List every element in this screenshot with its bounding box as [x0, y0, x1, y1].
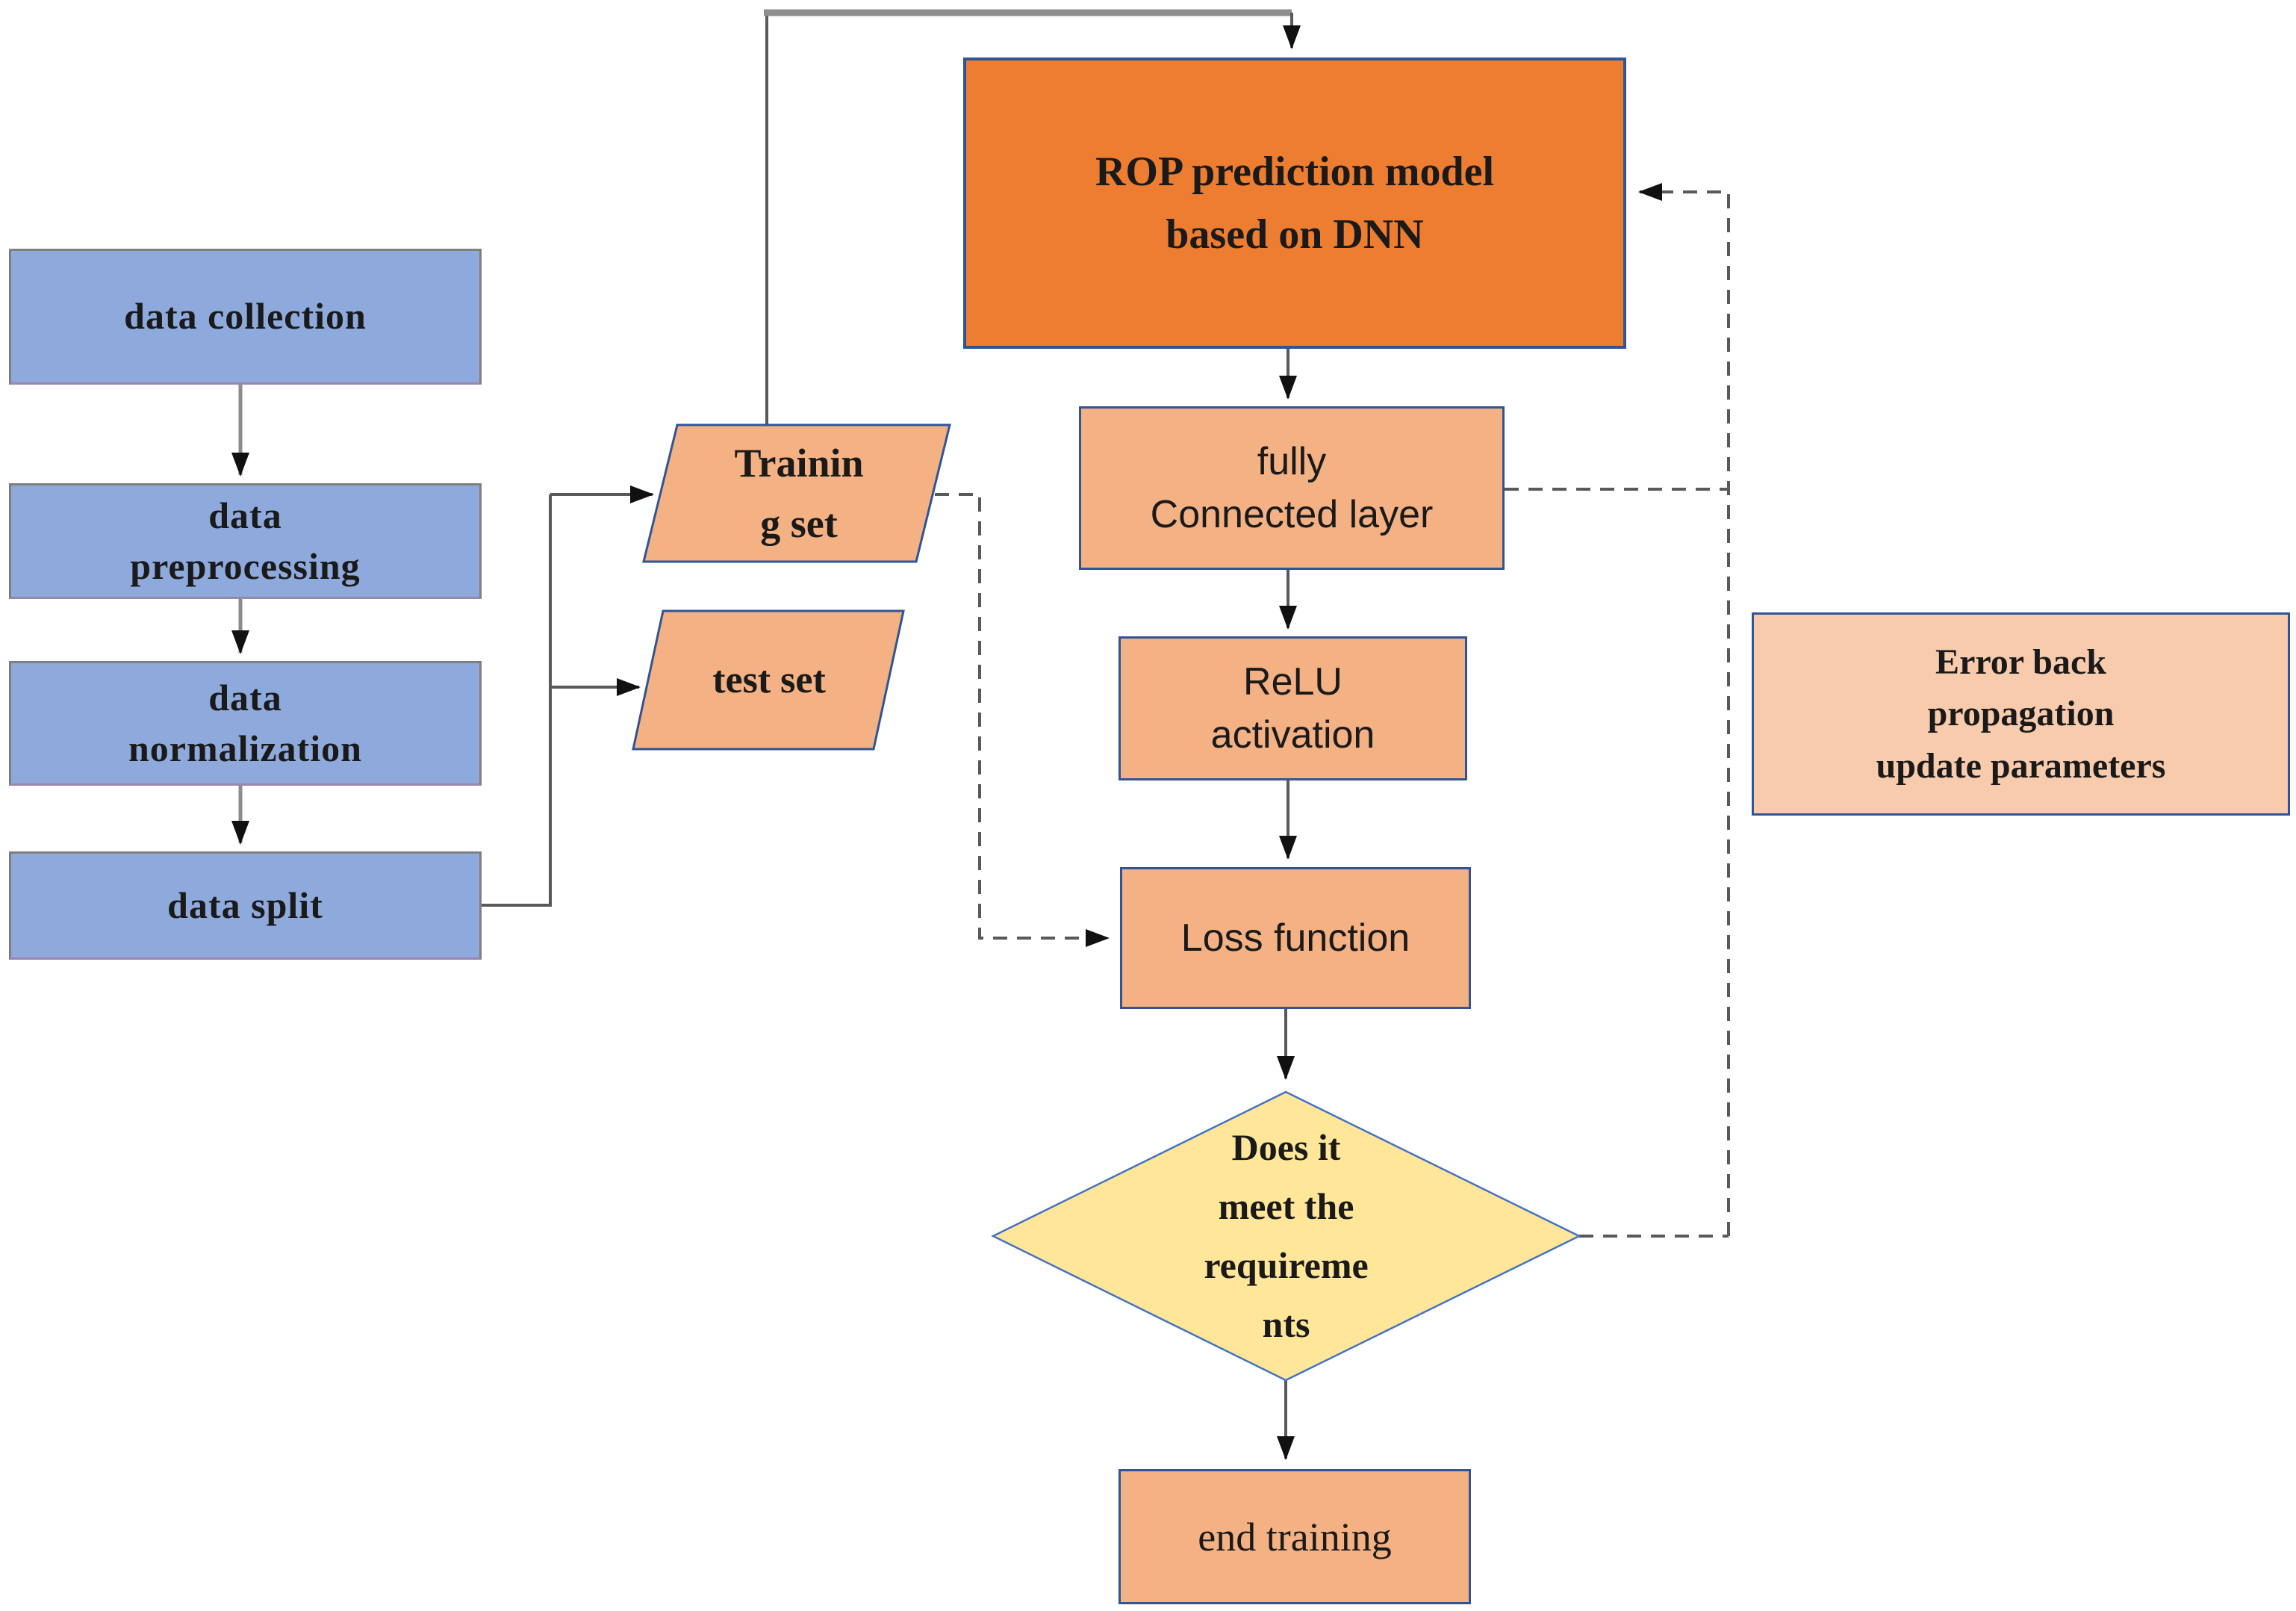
node-decision-label: Does it meet the requireme nts	[1204, 1126, 1369, 1345]
node-error-backprop: Error back propagation update parameters	[1752, 612, 2290, 816]
node-end-training: end training	[1119, 1469, 1471, 1604]
edge-training-to-loss-dashed	[935, 493, 1110, 947]
node-data-normalization: data normalization	[9, 661, 482, 786]
node-relu-activation: ReLU activation	[1119, 636, 1467, 780]
node-training-set-label: Trainin g set	[734, 440, 864, 546]
node-data-collection: data collection	[9, 249, 482, 385]
node-data-split: data split	[9, 851, 482, 960]
node-loss-function: Loss function	[1120, 867, 1471, 1009]
test-set-shape	[632, 609, 905, 751]
training-set-shape	[642, 423, 951, 563]
node-rop-model: ROP prediction model based on DNN	[963, 58, 1626, 349]
edge-split-junction	[482, 494, 552, 907]
edge-feedback-to-rop-dashed	[1638, 183, 1730, 1236]
node-fully-connected: fully Connected layer	[1079, 406, 1505, 570]
node-data-preprocessing: data preprocessing	[9, 483, 482, 599]
node-test-set-label: test set	[712, 659, 826, 701]
decision-diamond-shape	[991, 1090, 1581, 1382]
